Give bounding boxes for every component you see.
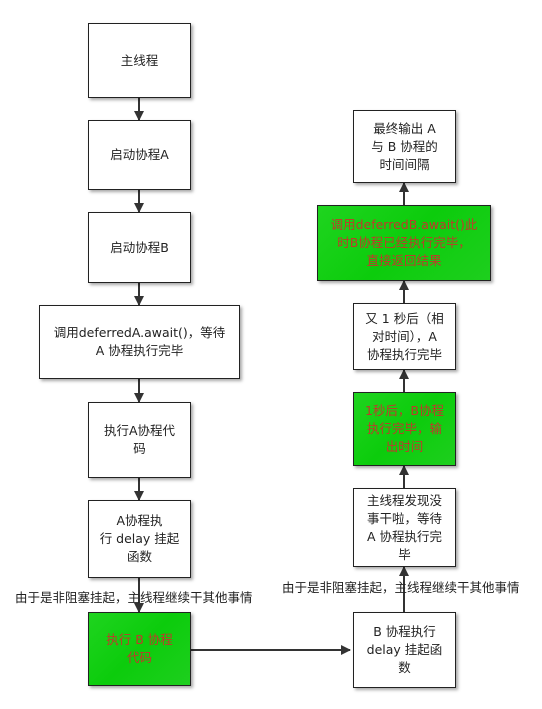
node-exec-b-label: 执行 B 协程 代码 [106, 632, 173, 665]
node-final-label: 最终输出 A 与 B 协程的 时间间隔 [371, 120, 438, 172]
node-one-sec-label: 1秒后，B协程 执行完毕，输 出时间 [364, 403, 445, 454]
node-await-b-label: 调用deferredB.await()此 时B协程已经执行完毕， 直接返回结果 [330, 217, 478, 268]
node-final: 最终输出 A 与 B 协程的 时间间隔 [353, 110, 456, 183]
node-await-b: 调用deferredB.await()此 时B协程已经执行完毕， 直接返回结果 [317, 205, 491, 281]
node-exec-a-label: 执行A协程代 码 [103, 423, 176, 456]
node-another-sec: 又 1 秒后（相 对时间），A 协程执行完毕 [353, 303, 456, 370]
node-start-b-label: 启动协程B [110, 239, 169, 255]
node-main-thread-label: 主线程 [120, 52, 159, 68]
node-exec-a: 执行A协程代 码 [88, 402, 191, 478]
node-start-a: 启动协程A [88, 120, 191, 190]
node-another-sec-label: 又 1 秒后（相 对时间），A 协程执行完毕 [365, 310, 444, 362]
node-a-delay-label: A协程执 行 delay 挂起 函数 [99, 513, 180, 564]
node-exec-b: 执行 B 协程 代码 [88, 612, 191, 686]
node-main-thread: 主线程 [88, 23, 191, 98]
note-non-blocking-left: 由于是非阻塞挂起，主线程继续干其他事情 [15, 590, 253, 605]
node-main-idle-label: 主线程发现没 事干啦，等待 A 协程执行完 毕 [366, 492, 443, 562]
node-start-a-label: 启动协程A [110, 147, 169, 162]
node-b-delay: B 协程执行 delay 挂起函 数 [353, 612, 456, 688]
note-non-blocking-right: 由于是非阻塞挂起，主线程继续干其他事情 [282, 580, 520, 595]
node-main-idle: 主线程发现没 事干啦，等待 A 协程执行完 毕 [353, 488, 456, 567]
node-b-delay-label: B 协程执行 delay 挂起函 数 [366, 624, 443, 675]
node-a-delay: A协程执 行 delay 挂起 函数 [88, 500, 191, 578]
node-start-b: 启动协程B [88, 212, 191, 283]
node-one-sec: 1秒后，B协程 执行完毕，输 出时间 [353, 392, 456, 466]
node-await-a-label: 调用deferredA.await()，等待 A 协程执行完毕 [53, 325, 226, 358]
node-await-a: 调用deferredA.await()，等待 A 协程执行完毕 [39, 305, 240, 379]
